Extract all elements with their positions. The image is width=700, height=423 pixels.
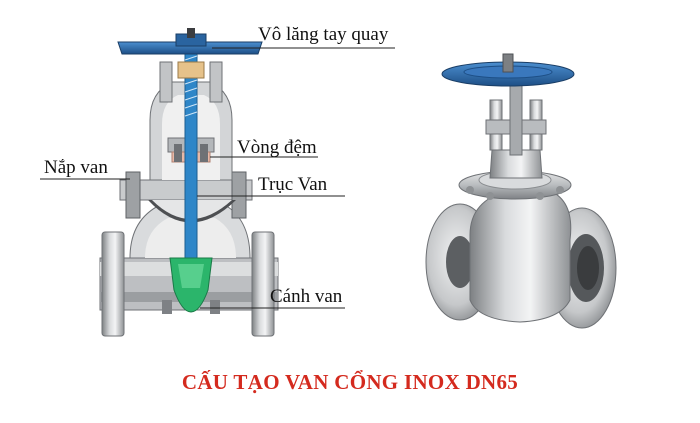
label-disc: Cánh van xyxy=(270,286,343,307)
valve-product-photo xyxy=(425,53,617,329)
label-handwheel: Vô lăng tay quay xyxy=(258,24,389,45)
caption: CẤU TẠO VAN CỔNG INOX DN65 xyxy=(181,370,519,394)
label-gasket: Vòng đệm xyxy=(237,137,317,158)
label-stem: Trục Van xyxy=(258,174,328,195)
label-bonnet: Nắp van xyxy=(44,157,108,178)
valve-cross-section xyxy=(99,28,279,337)
